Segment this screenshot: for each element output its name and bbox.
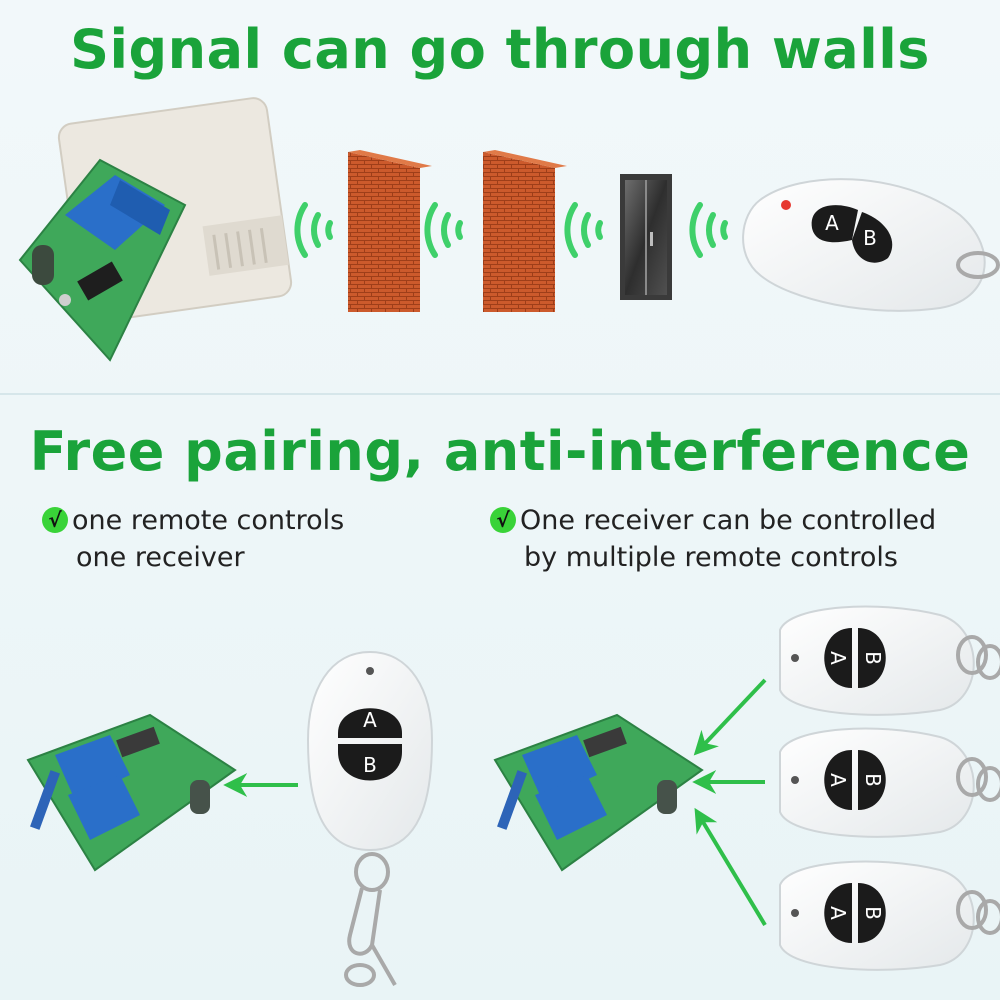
remote-button-b-label: B <box>363 753 377 777</box>
remote-button-a-label: A <box>363 708 377 732</box>
remote-button-b-label: B <box>863 226 877 250</box>
keyring-icon <box>956 757 1000 802</box>
arrow-icon <box>694 807 767 927</box>
door-icon <box>620 174 672 300</box>
signal-wave-icon <box>564 202 603 258</box>
remote-icon: A B <box>306 650 434 852</box>
remote-icon: A B <box>779 727 975 838</box>
check-icon: √ <box>490 507 516 533</box>
section-divider <box>0 393 1000 395</box>
arrow-icon <box>693 678 767 756</box>
section-title-walls: Signal can go through walls <box>70 18 930 81</box>
receiver-module-icon <box>26 713 237 872</box>
feature-right-line1: One receiver can be controlled <box>520 505 937 536</box>
feature-left-line2: one receiver <box>76 542 245 573</box>
signal-wave-icon <box>294 202 333 258</box>
signal-wave-icon <box>689 202 728 258</box>
keyring-icon <box>344 852 397 987</box>
signal-wave-icon <box>424 202 463 258</box>
remote-button-b-label: B <box>861 906 885 920</box>
remote-button-b-label: B <box>861 651 885 665</box>
feature-one-to-one: √one remote controls one receiver <box>42 502 344 576</box>
remote-icon: A B <box>779 860 975 971</box>
feature-left-line1: one remote controls <box>72 505 345 536</box>
receiver-module-with-case <box>18 97 293 362</box>
receiver-module-icon <box>493 713 704 872</box>
brick-wall-icon <box>483 150 567 312</box>
remote-button-a-label: A <box>826 773 850 787</box>
keyring-icon <box>956 635 1000 680</box>
feature-right-line2: by multiple remote controls <box>524 542 898 573</box>
check-icon: √ <box>42 507 68 533</box>
remote-icon: A B <box>779 605 975 716</box>
remote-icon: A B <box>742 178 1000 312</box>
remote-button-b-label: B <box>861 773 885 787</box>
feature-many-to-one: √One receiver can be controlled by multi… <box>490 502 936 576</box>
remote-button-a-label: A <box>826 651 850 665</box>
brick-wall-icon <box>348 150 432 312</box>
section-title-pairing: Free pairing, anti-interference <box>29 420 971 483</box>
remote-button-a-label: A <box>825 211 839 235</box>
remote-button-a-label: A <box>826 906 850 920</box>
keyring-icon <box>956 890 1000 935</box>
